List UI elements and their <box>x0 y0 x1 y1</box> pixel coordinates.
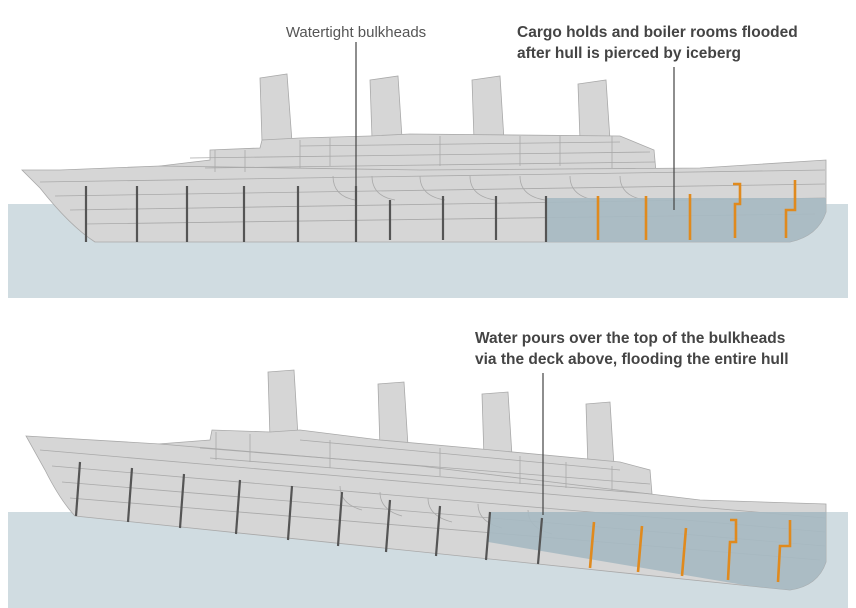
bulkhead <box>286 485 294 541</box>
label-watertight-bulkheads: Watertight bulkheads <box>286 24 426 41</box>
funnel-1 <box>267 369 299 439</box>
funnel-4 <box>585 401 615 469</box>
diagram-before: Watertight bulkheads Cargo holds and boi… <box>8 24 848 298</box>
annotation-bulkheads: Watertight bulkheads <box>286 24 426 186</box>
bulkhead-flooded <box>733 182 742 238</box>
bulkhead <box>178 473 186 529</box>
bulkheads-top <box>84 180 797 242</box>
bulkhead-flooded <box>680 527 688 577</box>
bulkhead-flooded <box>784 180 797 238</box>
funnel-2 <box>377 381 409 449</box>
bulkhead <box>384 499 392 553</box>
bulkhead <box>234 479 242 535</box>
flood-region-bottom <box>488 512 826 590</box>
label-flooded-line-2: after hull is pierced by iceberg <box>517 45 741 62</box>
annotation-flooded: Cargo holds and boiler rooms flooded aft… <box>517 24 802 210</box>
label-water-pours: Water pours over the top of the bulkhead… <box>475 330 790 368</box>
bulkhead-flooded <box>726 518 738 581</box>
bulkhead <box>126 467 134 523</box>
funnel-3 <box>481 391 513 459</box>
label-water-pours-line-2: via the deck above, flooding the entire … <box>475 351 789 368</box>
bulkhead-flooded <box>588 521 596 569</box>
bulkheads-bottom <box>74 461 792 583</box>
funnel-2 <box>369 75 403 139</box>
bulkhead-flooded <box>636 525 644 573</box>
bulkhead <box>434 505 442 557</box>
bulkhead-flooded <box>776 520 792 583</box>
label-flooded: Cargo holds and boiler rooms flooded aft… <box>517 24 802 62</box>
label-flooded-line-1: Cargo holds and boiler rooms flooded <box>517 24 798 41</box>
funnel-3 <box>471 75 505 141</box>
diagram-after: Water pours over the top of the bulkhead… <box>8 330 848 608</box>
bulkhead <box>484 511 492 561</box>
label-water-pours-line-1: Water pours over the top of the bulkhead… <box>475 330 785 347</box>
funnel-4 <box>577 79 611 141</box>
annotation-pour: Water pours over the top of the bulkhead… <box>475 330 790 515</box>
funnel-1 <box>259 73 293 143</box>
bulkhead <box>536 517 544 565</box>
bulkhead <box>336 491 344 547</box>
flood-region-top <box>546 198 826 242</box>
bulkhead <box>74 461 82 517</box>
